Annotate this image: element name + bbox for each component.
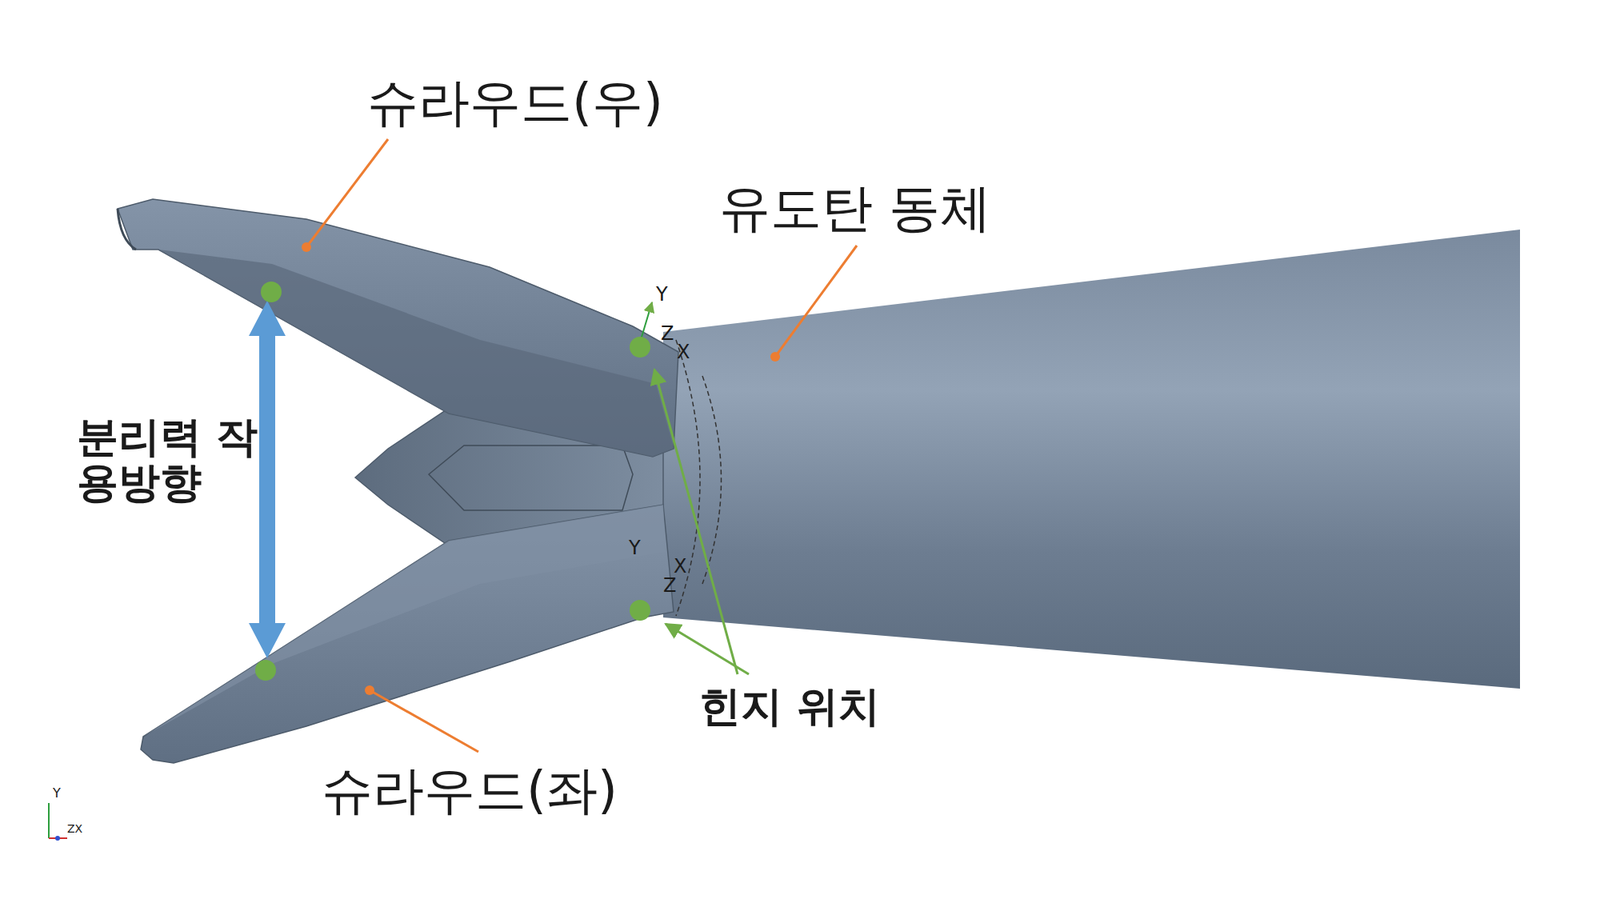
missile-body bbox=[663, 229, 1520, 689]
leader-line bbox=[369, 690, 479, 752]
force-arrow bbox=[248, 300, 286, 659]
axis-label: Y bbox=[52, 785, 61, 801]
axis-label: Z bbox=[663, 574, 676, 598]
hinge-dot bbox=[629, 600, 651, 621]
leader-dot bbox=[364, 685, 375, 696]
axis-label: X bbox=[676, 340, 690, 364]
axis-label: Y bbox=[656, 283, 668, 307]
hinge-dot bbox=[255, 660, 276, 681]
axis-line bbox=[48, 803, 50, 839]
axis-label: Y bbox=[628, 536, 641, 560]
hinge-dot bbox=[629, 336, 651, 358]
shroud-lip bbox=[117, 208, 136, 250]
axis-line bbox=[640, 302, 652, 343]
shroud-left bbox=[140, 504, 674, 764]
leader-line bbox=[665, 624, 749, 675]
force-label: 분리력 작용방향 bbox=[76, 414, 260, 506]
leader-line bbox=[775, 245, 857, 357]
leader-dot bbox=[770, 352, 780, 362]
part-label: 슈라우드(우) bbox=[367, 72, 664, 134]
axis-label: ZX bbox=[67, 822, 83, 836]
part-label: 유도탄 동체 bbox=[719, 177, 992, 240]
axis-dot bbox=[55, 836, 60, 841]
leader-line bbox=[306, 139, 388, 248]
hinge-dot bbox=[260, 281, 282, 303]
axis-label: Z bbox=[660, 322, 674, 346]
nose-panel bbox=[428, 445, 633, 511]
hinge-label: 힌지 위치 bbox=[699, 681, 880, 732]
shroud-inner-face bbox=[143, 504, 666, 737]
leader-dot bbox=[301, 242, 312, 252]
part-label: 슈라우드(좌) bbox=[321, 760, 618, 822]
leader-line bbox=[654, 369, 738, 675]
